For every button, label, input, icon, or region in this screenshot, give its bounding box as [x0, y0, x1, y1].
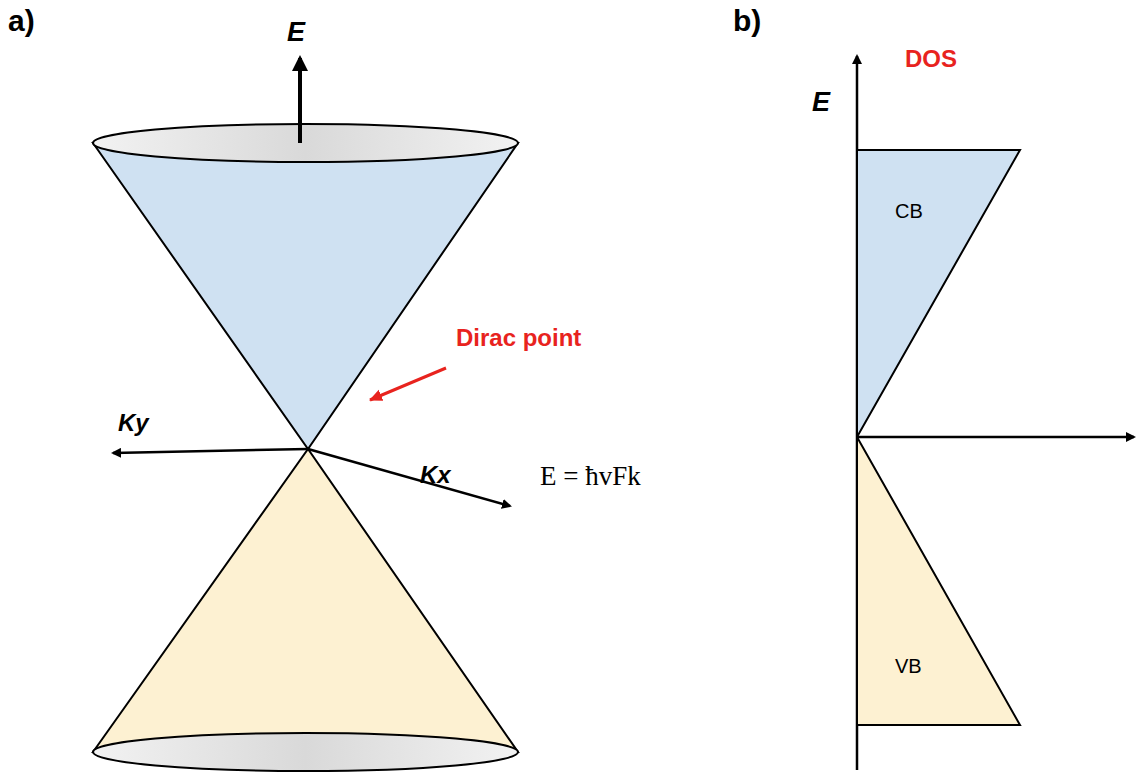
dos-axis — [857, 436, 1134, 439]
energy-axis — [298, 58, 302, 143]
dos-title: DOS — [905, 46, 957, 72]
conduction-cone — [93, 143, 518, 449]
triangle-outline — [857, 437, 1020, 725]
conduction-band-dos: CB — [857, 150, 1020, 437]
axis-label: Ky — [118, 410, 149, 436]
dirac-point-label: Dirac point — [456, 325, 581, 351]
ky-axis — [113, 449, 308, 453]
valence-band-dos: VB — [857, 437, 1020, 725]
kx-axis — [308, 449, 510, 506]
triangle-shape — [857, 150, 1020, 437]
valence-cone — [93, 449, 518, 752]
dirac-point-arrow — [370, 368, 446, 400]
band-label: VB — [895, 655, 922, 677]
triangle-outline — [857, 150, 1020, 437]
axis-label: E — [812, 88, 830, 118]
panel-letter: b) — [733, 4, 761, 37]
band-label: CB — [895, 200, 923, 222]
panel-letter: a) — [8, 4, 35, 37]
axis-label: E — [287, 18, 305, 48]
cone-base — [93, 733, 518, 771]
axis-label: Kx — [420, 462, 451, 488]
cone-top — [93, 124, 518, 162]
triangle-shape — [857, 437, 1020, 725]
dispersion-equation: E = ħvFk — [540, 462, 641, 492]
